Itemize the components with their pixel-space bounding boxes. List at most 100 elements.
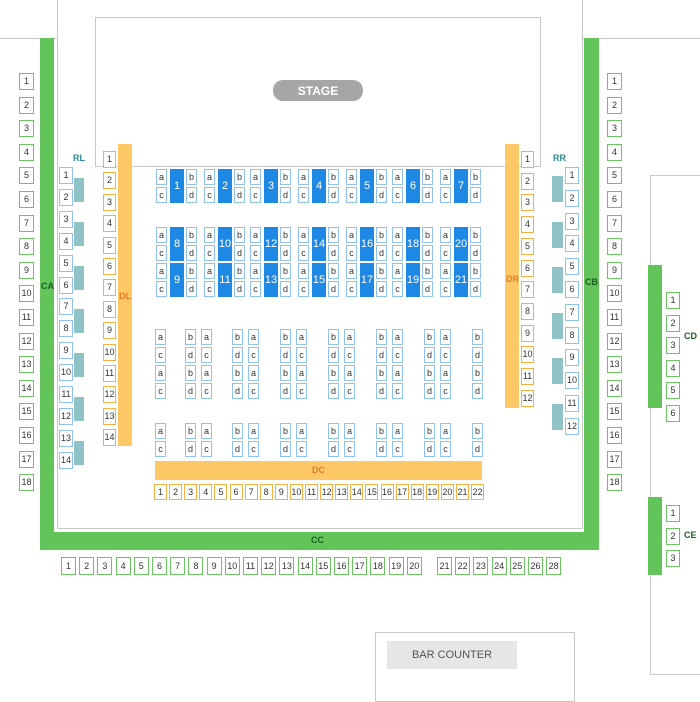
seat-c[interactable]: c [156, 245, 167, 261]
seat-c[interactable]: c [201, 347, 212, 363]
seat-rr[interactable]: 4 [565, 235, 579, 253]
seat-b[interactable]: b [422, 169, 433, 185]
seat-c[interactable]: c [440, 187, 451, 203]
seat-a[interactable]: a [392, 227, 403, 243]
seat-c[interactable]: c [296, 441, 307, 457]
seat-ce[interactable]: 2 [666, 527, 680, 545]
seat-c[interactable]: c [346, 245, 357, 261]
table-row1[interactable]: 2 [218, 169, 232, 203]
seat-dl[interactable]: 13 [103, 407, 116, 425]
seat-d[interactable]: d [328, 441, 339, 457]
table-row3[interactable]: 17 [360, 263, 374, 297]
seat-dr[interactable]: 8 [521, 302, 534, 320]
seat-b[interactable]: b [328, 227, 339, 243]
seat-d[interactable]: d [185, 441, 196, 457]
seat-b[interactable]: b [376, 329, 387, 345]
table-row1[interactable]: 4 [312, 169, 326, 203]
seat-d[interactable]: d [376, 383, 387, 399]
seat-cc[interactable]: 22 [455, 557, 471, 575]
seat-a[interactable]: a [155, 423, 166, 439]
seat-dc[interactable]: 8 [259, 484, 273, 500]
seat-a[interactable]: a [156, 263, 167, 279]
seat-dc[interactable]: 6 [229, 484, 243, 500]
seat-dc[interactable]: 15 [365, 484, 379, 500]
seat-dc[interactable]: 4 [199, 484, 213, 500]
seat-dc[interactable]: 14 [350, 484, 364, 500]
seat-d[interactable]: d [470, 187, 481, 203]
seat-ca[interactable]: 7 [19, 214, 34, 232]
seat-b[interactable]: b [234, 169, 245, 185]
seat-cc[interactable]: 24 [491, 557, 507, 575]
seat-cc[interactable]: 20 [406, 557, 422, 575]
seat-a[interactable]: a [155, 329, 166, 345]
table-row2[interactable]: 12 [264, 227, 278, 261]
seat-ca[interactable]: 10 [19, 285, 34, 303]
seat-d[interactable]: d [422, 281, 433, 297]
seat-d[interactable]: d [376, 187, 387, 203]
seat-ca[interactable]: 3 [19, 120, 34, 138]
seat-cb[interactable]: 12 [607, 332, 622, 350]
seat-c[interactable]: c [155, 441, 166, 457]
seat-d[interactable]: d [376, 441, 387, 457]
seat-cb[interactable]: 2 [607, 96, 622, 114]
seat-d[interactable]: d [376, 245, 387, 261]
seat-rr[interactable]: 5 [565, 258, 579, 276]
table-row2[interactable]: 14 [312, 227, 326, 261]
seat-ca[interactable]: 8 [19, 238, 34, 256]
seat-a[interactable]: a [392, 169, 403, 185]
seat-c[interactable]: c [344, 347, 355, 363]
seat-cc[interactable]: 1 [61, 557, 76, 575]
seat-ca[interactable]: 6 [19, 191, 34, 208]
seat-dc[interactable]: 13 [335, 484, 349, 500]
seat-a[interactable]: a [392, 423, 403, 439]
seat-d[interactable]: d [472, 383, 483, 399]
table-row2[interactable]: 16 [360, 227, 374, 261]
seat-b[interactable]: b [470, 263, 481, 279]
seat-c[interactable]: c [346, 281, 357, 297]
seat-dr[interactable]: 10 [521, 346, 534, 364]
seat-c[interactable]: c [440, 441, 451, 457]
seat-cb[interactable]: 16 [607, 427, 622, 444]
seat-rl[interactable]: 7 [59, 298, 73, 316]
seat-c[interactable]: c [250, 245, 261, 261]
seat-dl[interactable]: 5 [103, 236, 116, 254]
table-row3[interactable]: 21 [454, 263, 468, 297]
seat-dr[interactable]: 3 [521, 194, 534, 212]
seat-dc[interactable]: 5 [214, 484, 228, 500]
seat-dl[interactable]: 1 [103, 151, 116, 168]
seat-d[interactable]: d [185, 383, 196, 399]
seat-rr[interactable]: 8 [565, 326, 579, 344]
seat-b[interactable]: b [186, 263, 197, 279]
seat-rl[interactable]: 10 [59, 364, 73, 382]
seat-c[interactable]: c [155, 383, 166, 399]
seat-b[interactable]: b [186, 227, 197, 243]
seat-cc[interactable]: 13 [279, 557, 295, 575]
seat-ca[interactable]: 17 [19, 450, 34, 468]
seat-d[interactable]: d [472, 441, 483, 457]
seat-c[interactable]: c [201, 383, 212, 399]
seat-a[interactable]: a [155, 365, 166, 381]
seat-dr[interactable]: 4 [521, 216, 534, 234]
seat-rr[interactable]: 3 [565, 212, 579, 230]
seat-ca[interactable]: 15 [19, 403, 34, 421]
seat-b[interactable]: b [470, 169, 481, 185]
seat-dc[interactable]: 3 [184, 484, 198, 500]
seat-ca[interactable]: 14 [19, 379, 34, 397]
seat-c[interactable]: c [248, 347, 259, 363]
seat-cb[interactable]: 4 [607, 143, 622, 161]
seat-d[interactable]: d [328, 347, 339, 363]
seat-d[interactable]: d [185, 347, 196, 363]
seat-cc[interactable]: 3 [97, 557, 113, 575]
table-row2[interactable]: 10 [218, 227, 232, 261]
seat-rl[interactable]: 3 [59, 210, 73, 228]
seat-c[interactable]: c [156, 187, 167, 203]
seat-b[interactable]: b [232, 365, 243, 381]
seat-d[interactable]: d [424, 441, 435, 457]
seat-a[interactable]: a [440, 329, 451, 345]
seat-dl[interactable]: 2 [103, 172, 116, 190]
seat-a[interactable]: a [250, 263, 261, 279]
seat-dr[interactable]: 5 [521, 237, 534, 255]
seat-c[interactable]: c [155, 347, 166, 363]
seat-c[interactable]: c [344, 383, 355, 399]
seat-cc[interactable]: 6 [152, 557, 167, 575]
